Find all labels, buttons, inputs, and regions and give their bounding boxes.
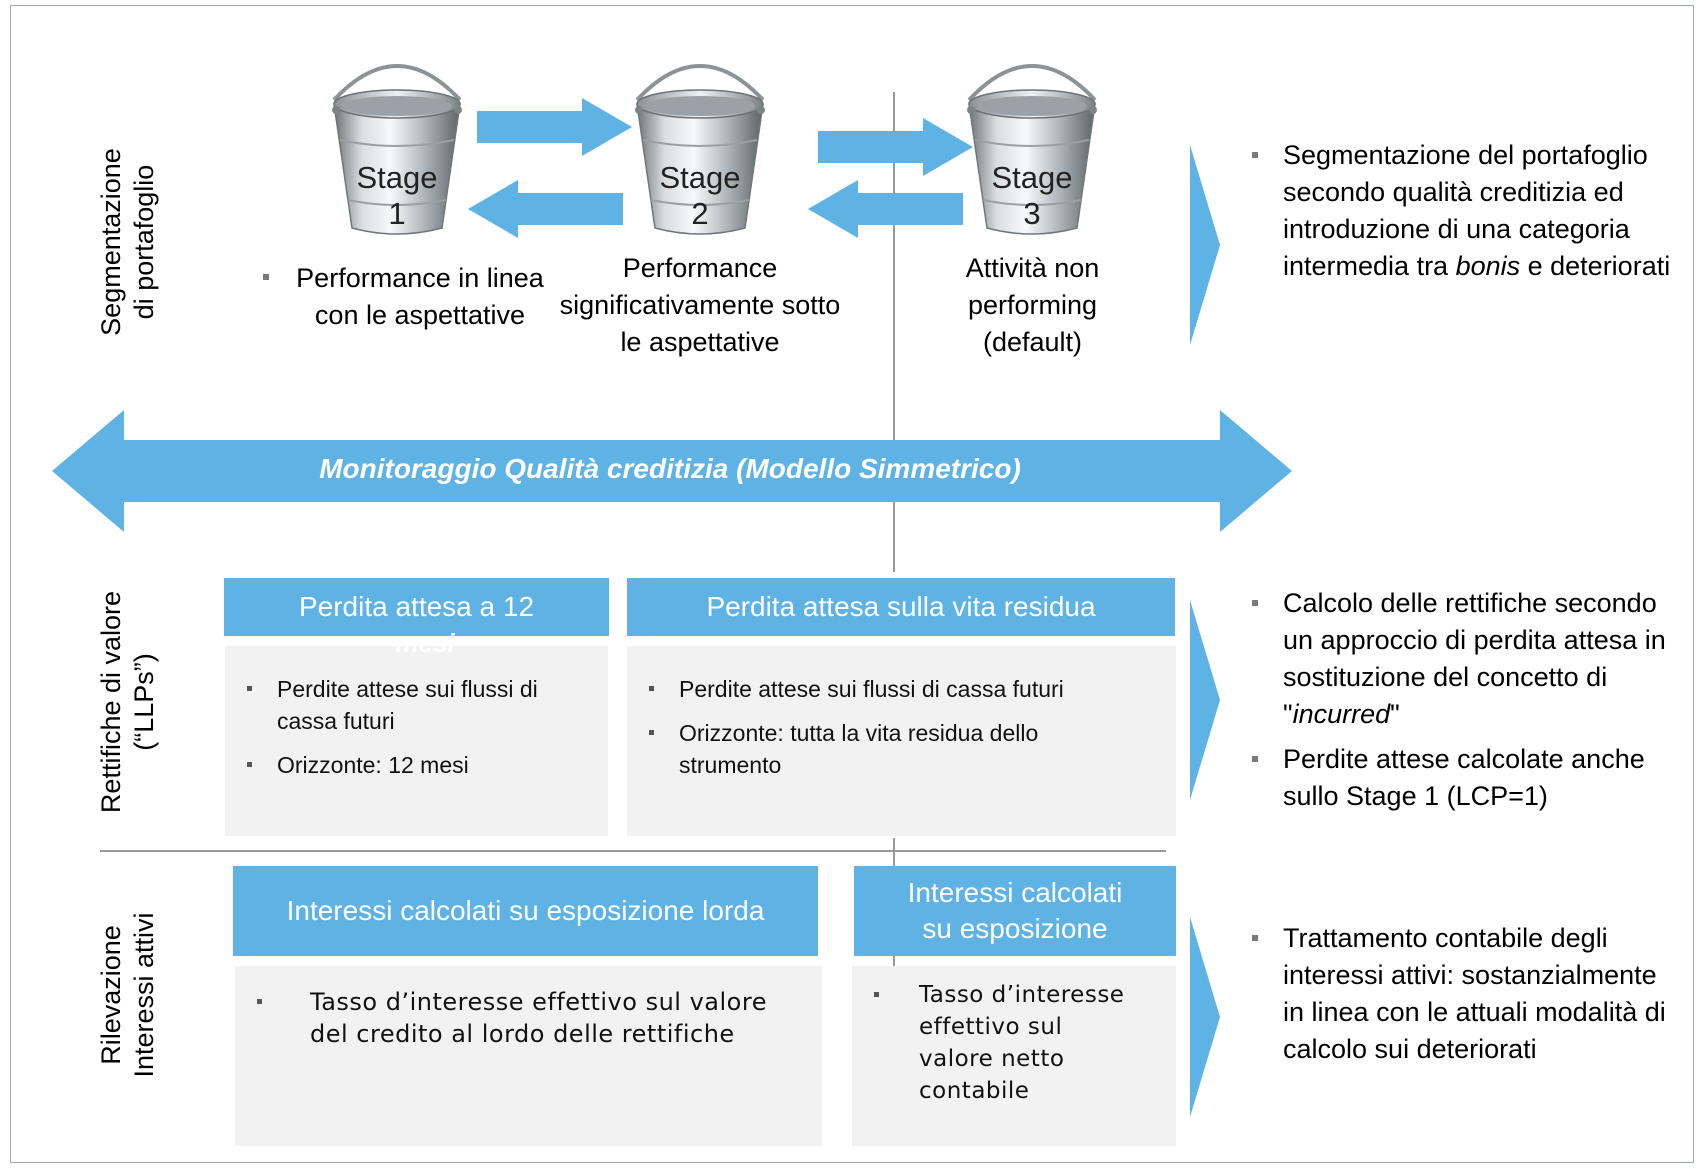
stage-1-label: Stage 1 bbox=[356, 160, 438, 231]
list-item: Perdite attese sui flussi di cassa futur… bbox=[225, 673, 588, 737]
row-label-segmentation: Segmentazione di portafoglio bbox=[96, 148, 159, 336]
row-label-interest: Rilevazione Interessi attivi bbox=[96, 912, 159, 1078]
right-notes-interest: Trattamento contabile degli interessi at… bbox=[1238, 920, 1678, 1074]
monitoring-arrow-label: Monitoraggio Qualità creditizia (Modello… bbox=[319, 453, 1021, 484]
chevron-segmentation-icon bbox=[1190, 145, 1220, 345]
list-item: Perdite attese calcolate anche sullo Sta… bbox=[1238, 741, 1678, 815]
interest-header-gross: Interessi calcolati su esposizione lorda bbox=[233, 866, 818, 956]
llps-header-lifetime: Perdita attesa sulla vita residua bbox=[627, 578, 1175, 636]
row-separator bbox=[100, 850, 1166, 852]
interest-box-net: Tasso d’interesse effettivo sul valore n… bbox=[852, 966, 1176, 1146]
row-label-llps: Rettifiche di valore (“LLPs”) bbox=[96, 590, 159, 814]
stage-2-caption: Performance significativamente sotto le … bbox=[559, 253, 841, 357]
stage-3-caption: Attività non performing (default) bbox=[965, 253, 1100, 357]
stage-3-label: Stage 3 bbox=[991, 160, 1073, 231]
llps-box-lifetime: Perdite attese sui flussi di cassa futur… bbox=[627, 646, 1176, 836]
list-item: Tasso d’interesse effettivo sul valore n… bbox=[852, 979, 1136, 1107]
llps-header-12m: Perdita attesa a 12 bbox=[224, 578, 609, 636]
right-notes-segmentation: Segmentazione del portafoglio secondo qu… bbox=[1238, 137, 1678, 291]
arrow-left-3-2 bbox=[808, 180, 963, 238]
arrow-right-1-2 bbox=[477, 98, 632, 156]
stage-1-caption: Performance in linea con le aspettative bbox=[255, 260, 545, 334]
interest-header-net: Interessi calcolati su esposizione bbox=[854, 866, 1176, 956]
arrow-left-2-1 bbox=[468, 180, 623, 238]
right-notes-llps: Calcolo delle rettifiche secondo un appr… bbox=[1238, 585, 1678, 821]
slide-frame bbox=[10, 5, 1694, 1163]
monitoring-arrow bbox=[52, 410, 1292, 532]
chevron-llps-icon bbox=[1190, 600, 1220, 800]
stage-separator bbox=[893, 92, 895, 572]
chevron-interest-icon bbox=[1190, 917, 1220, 1117]
interest-box-gross: Tasso d’interesse effettivo sul valore d… bbox=[235, 966, 822, 1146]
llps-box-12m: Perdite attese sui flussi di cassa futur… bbox=[225, 646, 608, 836]
llps-header-12m-overflow: mesi bbox=[395, 628, 455, 658]
stage-2-label: Stage 2 bbox=[659, 160, 741, 231]
list-item: Orizzonte: tutta la vita residua dello s… bbox=[627, 717, 1126, 781]
list-item: Perdite attese sui flussi di cassa futur… bbox=[627, 673, 1126, 705]
arrow-right-2-3 bbox=[818, 118, 973, 176]
list-item: Orizzonte: 12 mesi bbox=[225, 749, 588, 781]
list-item: Segmentazione del portafoglio secondo qu… bbox=[1238, 137, 1678, 285]
list-item: Trattamento contabile degli interessi at… bbox=[1238, 920, 1678, 1068]
list-item: Calcolo delle rettifiche secondo un appr… bbox=[1238, 585, 1678, 733]
list-item: Tasso d’interesse effettivo sul valore d… bbox=[235, 986, 802, 1050]
